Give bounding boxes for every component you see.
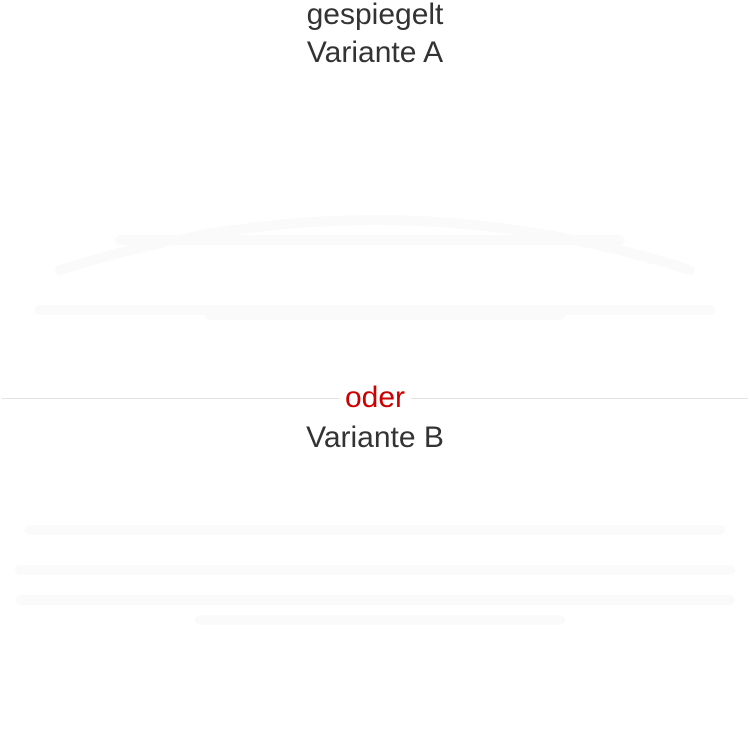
heading-variant-b: Variante B: [306, 421, 444, 454]
variant-b-faint-image: [15, 525, 735, 625]
divider-label: oder: [338, 380, 412, 416]
heading-mirrored: gespiegelt: [306, 0, 444, 31]
variant-a-faint-image: [35, 215, 715, 320]
divider: oder: [0, 380, 750, 416]
heading-variant-a: Variante A: [306, 36, 444, 69]
faint-stroke-arc-a: [55, 215, 695, 275]
